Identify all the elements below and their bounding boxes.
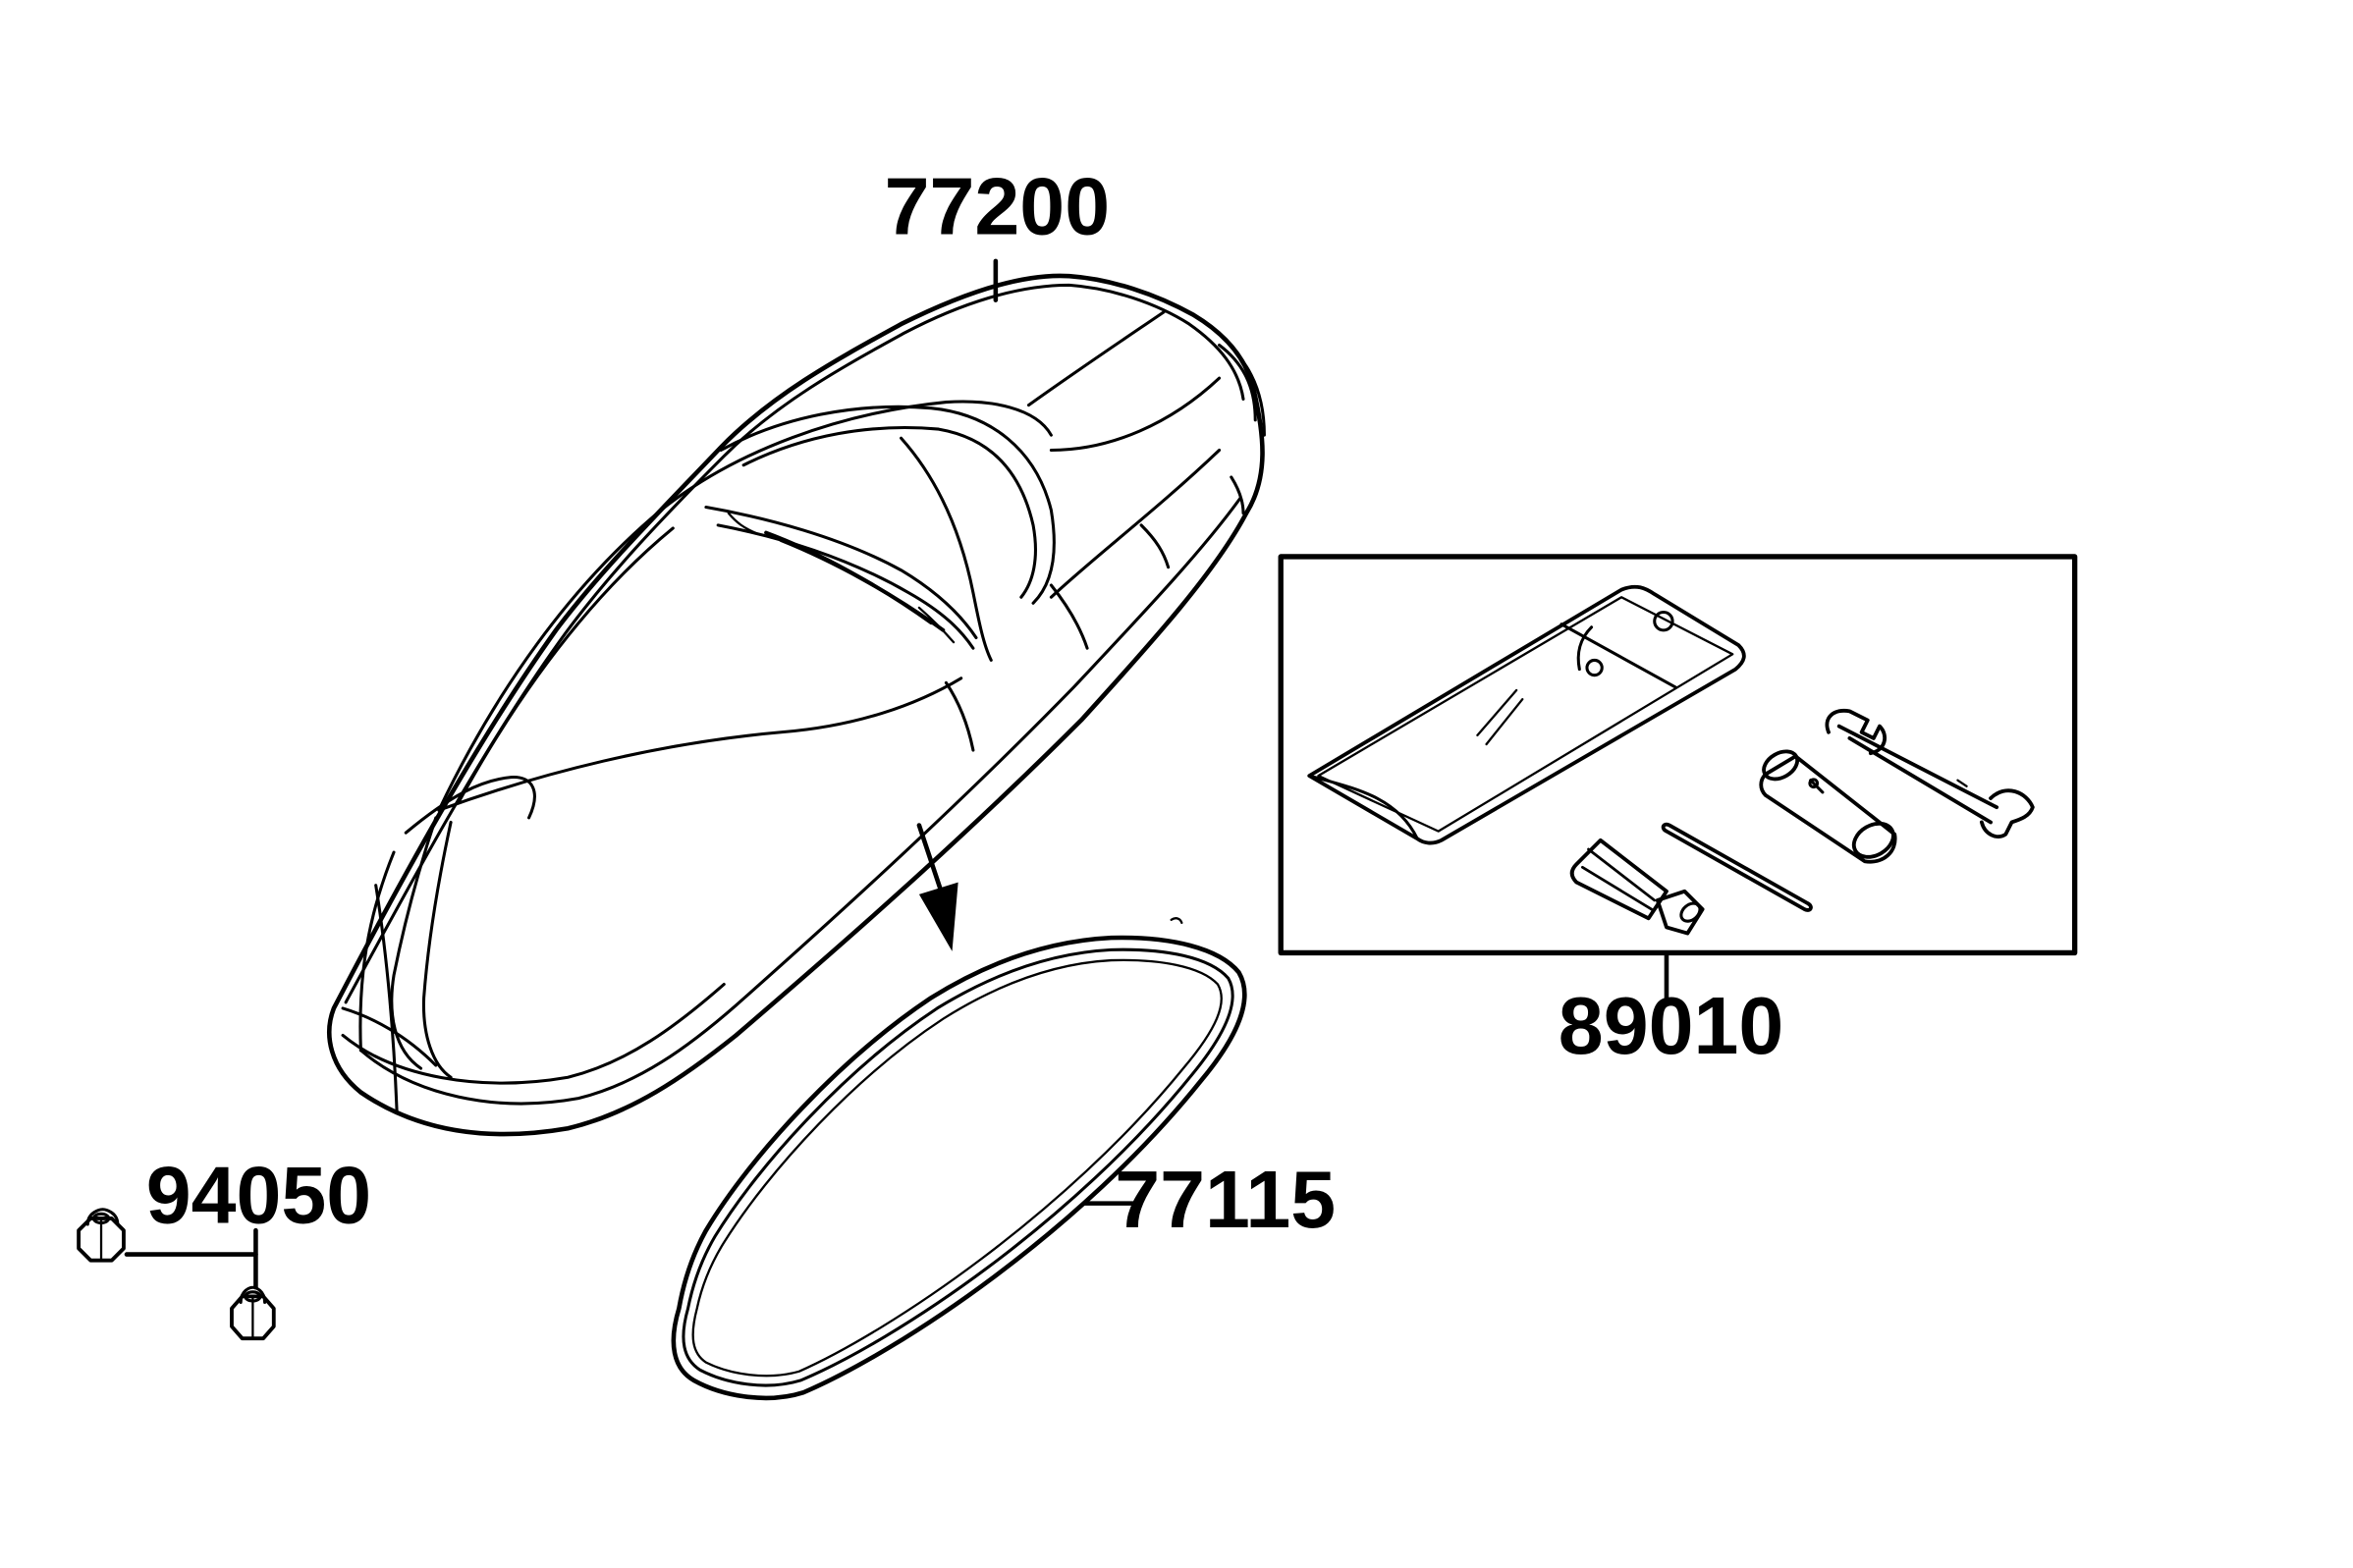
part-label-94050[interactable]: 94050 (146, 1151, 371, 1241)
box-spanner-icon[interactable] (1759, 746, 1899, 864)
open-wrench-icon[interactable] (1825, 708, 2035, 838)
tool-bag-icon[interactable] (1307, 584, 1746, 845)
part-label-77115[interactable]: 77115 (1115, 1155, 1336, 1245)
screwdriver-icon[interactable] (1569, 838, 1705, 936)
part-label-89010[interactable]: 89010 (1559, 981, 1783, 1071)
nut-icon[interactable] (230, 1285, 276, 1341)
arrow-down-icon (916, 823, 958, 951)
leader-line-94050 (124, 1227, 258, 1290)
seal-ring-icon[interactable] (671, 917, 1247, 1401)
tool-kit-frame (1278, 554, 2078, 956)
nut-icon[interactable] (77, 1208, 126, 1263)
tommy-bar-icon[interactable] (1661, 822, 1813, 912)
part-label-77200[interactable]: 77200 (885, 161, 1110, 251)
seat-icon[interactable] (327, 273, 1266, 1137)
